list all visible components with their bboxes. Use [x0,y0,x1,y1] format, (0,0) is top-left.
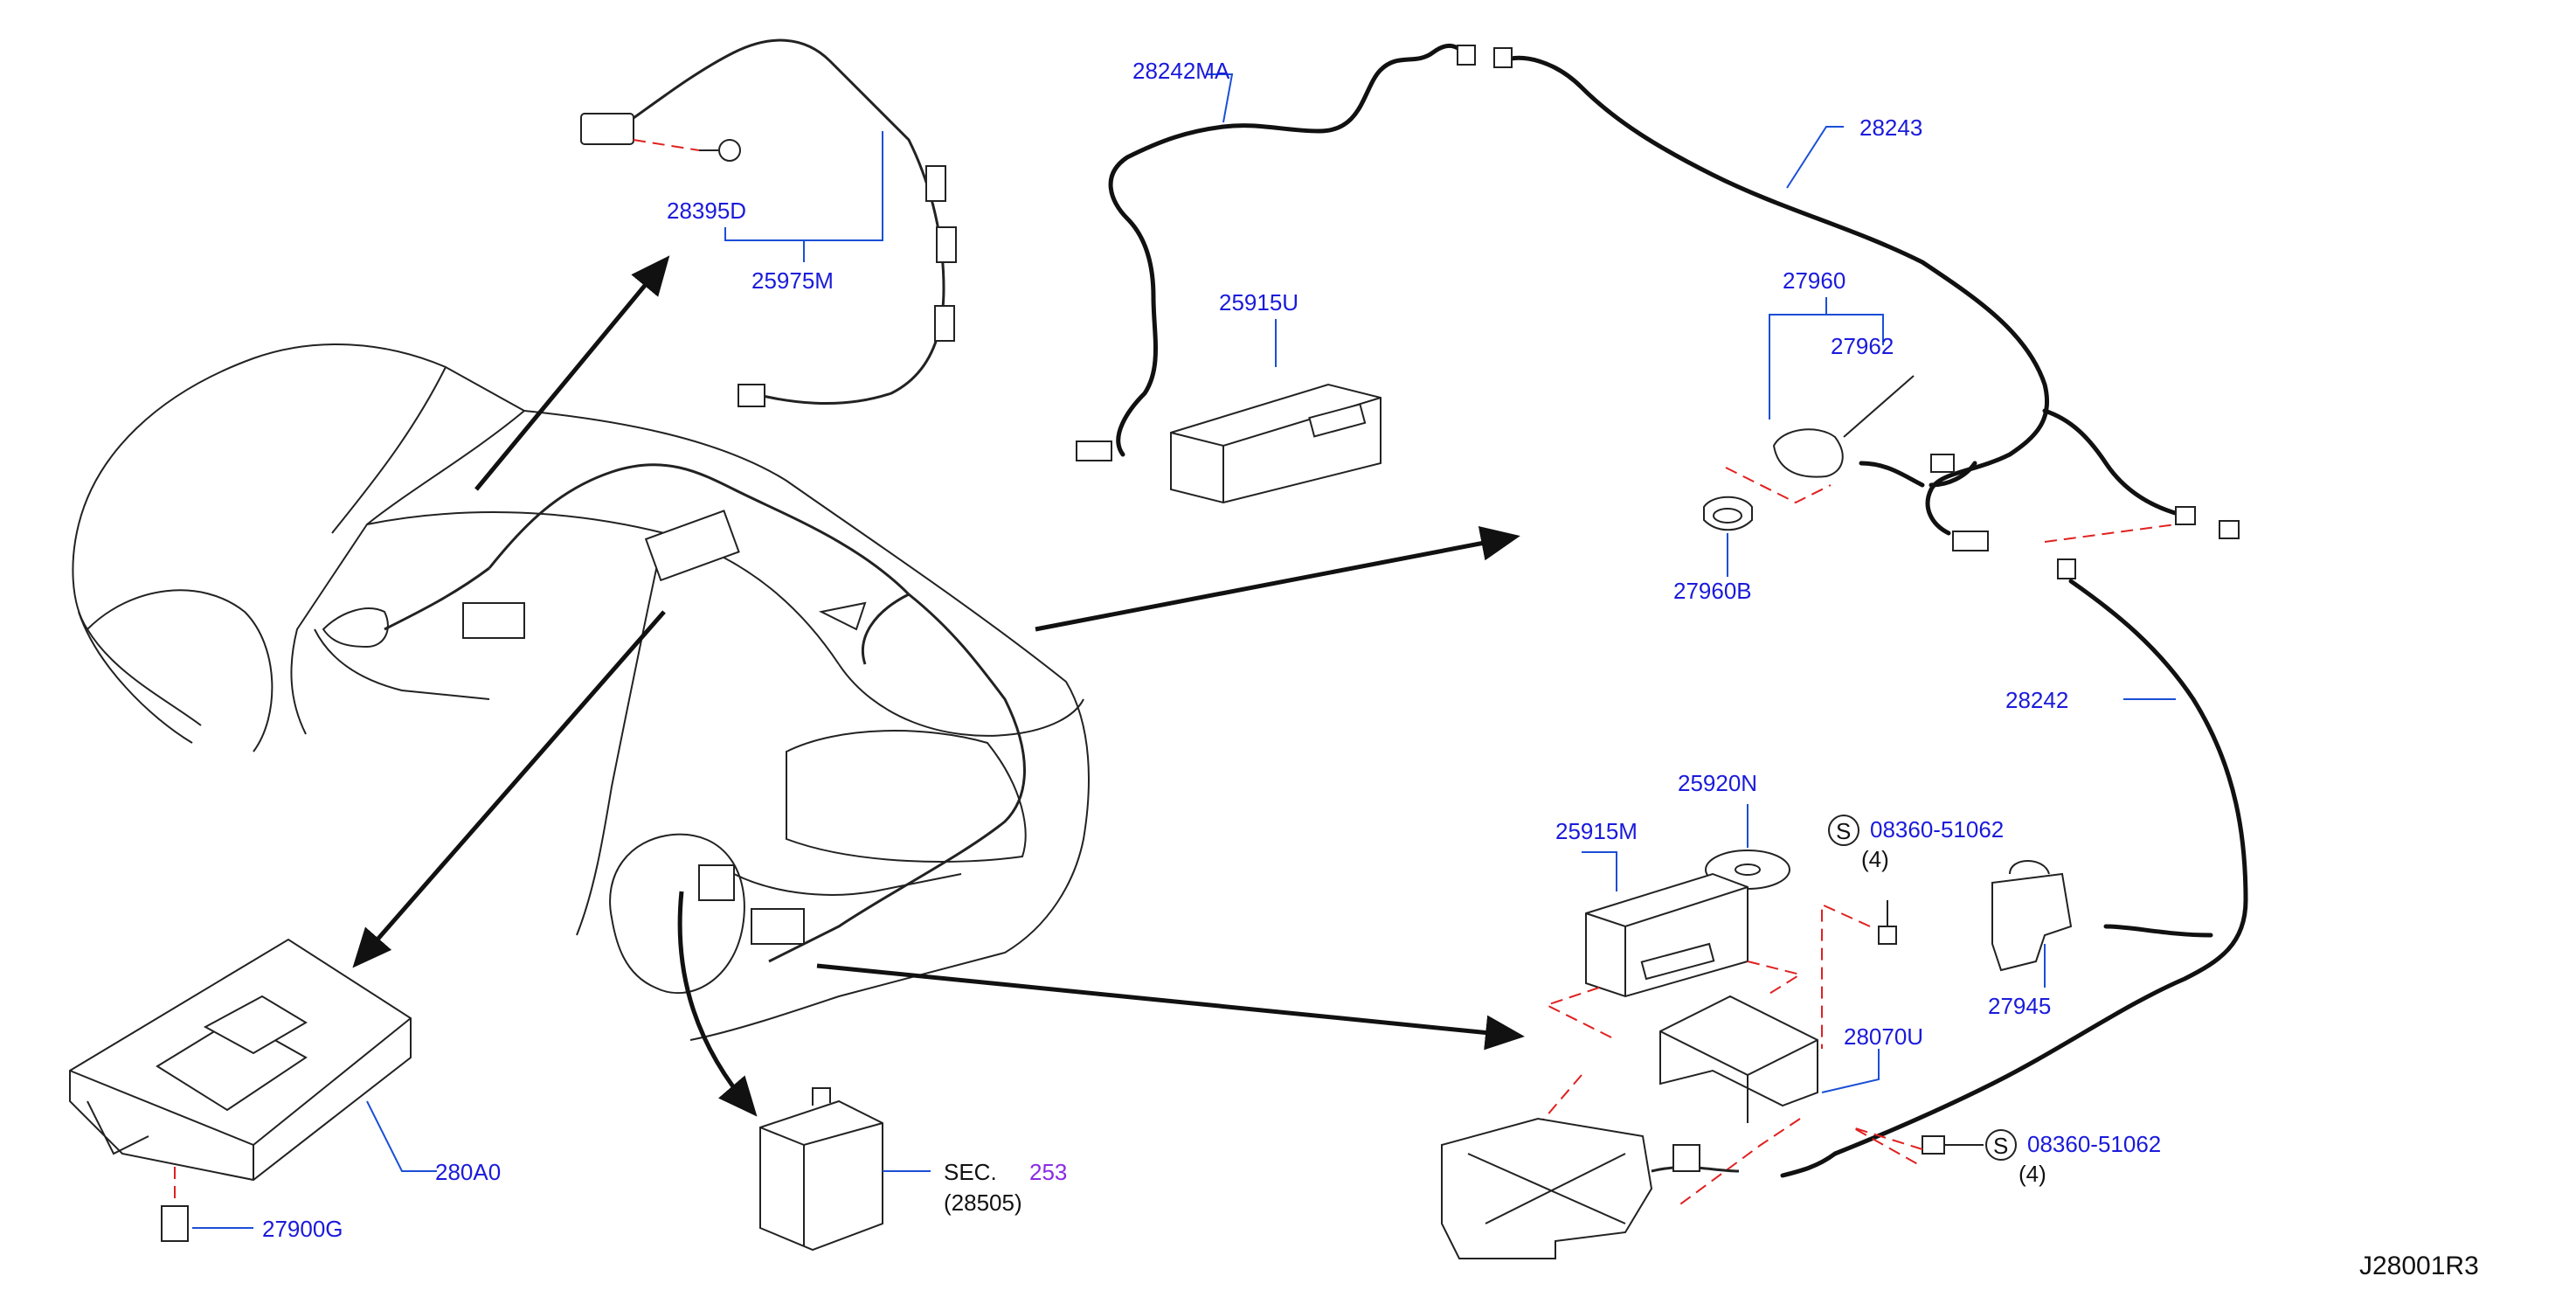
drawing-number: J28001R3 [2359,1252,2479,1280]
label-27960B: 27960B [1673,578,1752,604]
group-28243: 28242MA 28243 [1076,43,2240,551]
in-car-unit-bottom [751,908,805,945]
label-27960: 27960 [1783,267,1845,294]
label-27900G: 27900G [262,1216,343,1242]
antenna-clip-1 [925,165,946,202]
unit-25915M-icon [1585,872,1748,998]
arrow-to-28243 [1035,525,1520,632]
group-25915M: 25915M 28070U [1528,818,1923,1207]
harness-end-right-1 [2175,506,2196,525]
label-08360-51062-1: 08360-51062 [1870,816,2004,843]
harness-end-top-right [1493,47,1513,68]
arrow-to-25975M [474,255,670,491]
group-25975M: 28395D 25975M [580,38,957,407]
harness-end-left [1076,440,1112,461]
screw-28395D-icon [718,139,741,162]
antenna-clip-2 [936,226,957,263]
s-symbol-text-1: S [1836,818,1851,844]
group-28242: 28242 [1780,524,2248,1178]
label-27962: 27962 [1831,333,1894,359]
harness-end-mid [1930,454,1955,473]
antenna-connector-box [580,113,634,145]
label-08360-qty-1: (4) [1861,846,1889,872]
s-symbol-text-2: S [1993,1133,2008,1159]
screw-lower-icon [1922,1135,1945,1155]
label-28243: 28243 [1859,114,1922,141]
antenna-end-connector [737,384,765,407]
group-08360-lower: S 08360-51062 (4) [1852,1127,2161,1187]
screw-upper-icon [1878,926,1897,945]
arrow-to-28505 [677,891,758,1117]
harness-end-27960-side [1952,531,1989,551]
group-08360-upper: S 08360-51062 (4) [1821,815,2004,1049]
arrow-to-280A0 [352,610,666,968]
in-car-harness [384,463,1026,963]
callout-arrows [352,255,1525,1117]
label-25920N: 25920N [1678,770,1757,796]
label-27945: 27945 [1988,993,2051,1019]
group-25920N: 25920N [1678,770,1790,890]
label-280A0: 280A0 [435,1159,501,1185]
label-25915M: 25915M [1555,818,1638,844]
harness-28242-end-top [2057,558,2076,579]
group-sec-253: SEC. 253 (28505) [759,1087,1067,1252]
unit-25915U-slot [1308,403,1367,438]
group-280A0: 280A0 27900G [69,938,501,1242]
harness-end-top [1457,45,1476,66]
in-car-bracket [698,864,735,901]
lower-mount-frame [1441,1117,1740,1259]
antenna-27960-body [1772,428,1844,478]
label-25915U: 25915U [1219,289,1298,316]
group-27945: 27945 [1988,860,2073,1019]
harness-end-right-2 [2219,520,2240,539]
group-25915U: 25915U [1170,289,1381,504]
in-car-module-top [644,510,740,582]
bracket-27945-icon [1991,872,2073,972]
label-28070U: 28070U [1844,1023,1923,1050]
label-28242: 28242 [2005,687,2068,713]
label-08360-51062-2: 08360-51062 [2027,1131,2161,1157]
label-sec-ref: (28505) [944,1189,1022,1216]
bolt-27900G-icon [161,1205,189,1242]
label-08360-qty-2: (4) [2019,1161,2046,1187]
label-28242MA: 28242MA [1132,58,1230,84]
label-sec: SEC. [944,1159,997,1185]
bracket-28070U-icon [1659,995,1818,1107]
label-sec-number: 253 [1029,1159,1067,1185]
label-28395D: 28395D [667,198,746,224]
unit-28505-icon [759,1099,883,1252]
arrow-to-25915M [816,963,1525,1051]
antenna-clip-3 [934,305,955,342]
group-27960: 27960 27962 27960B [1673,267,1915,604]
s-symbol-1 [1828,815,1859,846]
vehicle-outline [72,343,1090,1041]
in-car-unit-left [462,602,525,639]
label-25975M: 25975M [751,267,834,294]
mount-connector-icon [1672,1144,1700,1172]
s-symbol-2 [1985,1129,2017,1161]
